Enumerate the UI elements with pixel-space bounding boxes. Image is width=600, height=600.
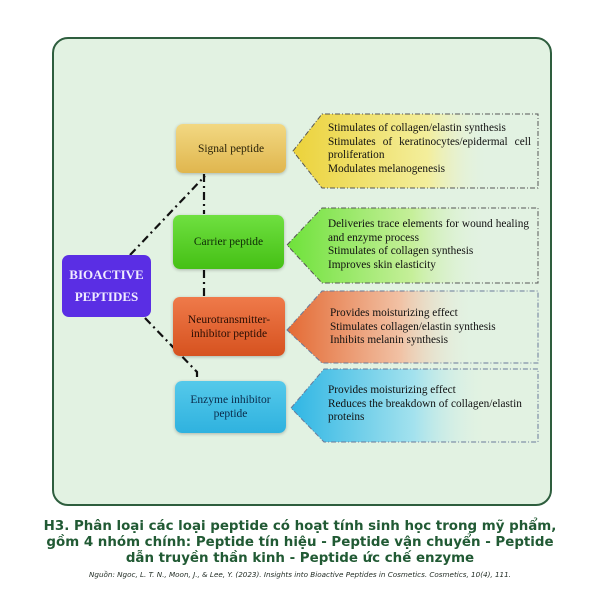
- carrier-peptide-label: Carrier peptide: [193, 236, 264, 248]
- bioactive-peptides-box: BIOACTIVE PEPTIDES: [62, 255, 151, 317]
- neuro-label-line1: Neurotransmitter-: [187, 313, 271, 326]
- effect-neuro-3: Inhibits melanin synthesis: [330, 334, 448, 346]
- effect-carrier-2: Stimulates of collagen synthesis: [328, 245, 474, 257]
- figure-source: Nguồn: Ngoc, L. T. N., Moon, J., & Lee, …: [89, 570, 511, 579]
- carrier-peptide-box: Carrier peptide: [173, 215, 284, 269]
- effect-carrier-1: Deliveries trace elements for wound heal…: [328, 218, 529, 244]
- effect-carrier-3: Improves skin elasticity: [328, 258, 436, 271]
- callout-carrier: Deliveries trace elements for wound heal…: [284, 207, 540, 284]
- figure-caption: H3. Phân loại các loại peptide có hoạt t…: [43, 519, 557, 566]
- effect-signal-2: Stimulates of keratinocytes/epidermal ce…: [328, 135, 531, 162]
- callout-enzyme: Provides moisturizing effect Reduces the…: [288, 368, 540, 443]
- effect-neuro-2: Stimulates collagen/elastin synthesis: [330, 320, 496, 333]
- effect-signal-3: Modulates melanogenesis: [328, 162, 446, 175]
- effect-neuro-1: Provides moisturizing effect: [330, 307, 458, 319]
- enzyme-label-line1: Enzyme inhibitor: [190, 394, 271, 406]
- enzyme-inhibitor-peptide-box: Enzyme inhibitor peptide: [175, 381, 286, 433]
- effect-signal-1: Stimulates of collagen/elastin synthesis: [328, 122, 506, 134]
- neurotransmitter-inhibitor-peptide-box: Neurotransmitter- inhibitor peptide: [173, 297, 285, 356]
- effect-enzyme-2: Reduces the breakdown of collagen/elasti…: [328, 397, 522, 424]
- enzyme-label-line2: peptide: [213, 408, 248, 420]
- callout-neuro: Provides moisturizing effect Stimulates …: [284, 290, 540, 364]
- effect-enzyme-1: Provides moisturizing effect: [328, 384, 456, 396]
- callout-signal: Stimulates of collagen/elastin synthesis…: [290, 113, 540, 189]
- signal-peptide-label: Signal peptide: [197, 142, 265, 155]
- root-label-line2: PEPTIDES: [74, 289, 139, 304]
- neuro-label-line2: inhibitor peptide: [190, 327, 268, 340]
- signal-peptide-box: Signal peptide: [176, 124, 286, 173]
- root-label-line1: BIOACTIVE: [69, 267, 144, 282]
